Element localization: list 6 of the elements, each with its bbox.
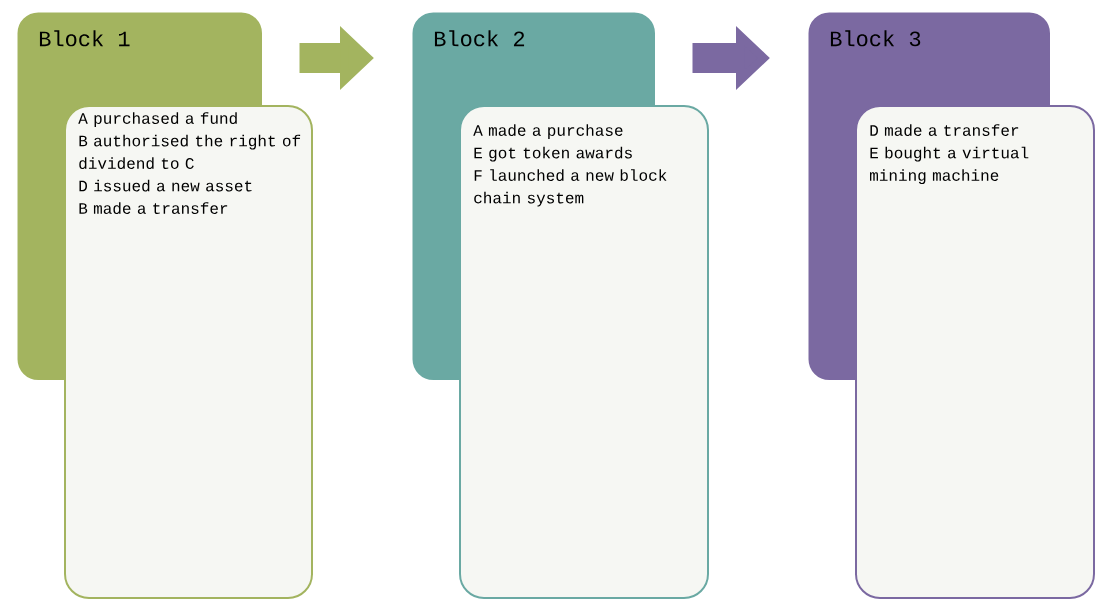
block-card: Block 1 A purchased a fund B authorised the right of dividend to C D issued a new asset B made a transfer	[15, 10, 313, 599]
node-label: Block 2	[434, 30, 525, 47]
block-card: Block 3 D made a transfer E bought a virtual mining machine	[806, 10, 1095, 599]
node-label: Block 3	[830, 30, 921, 47]
block-card: Block 2 A made a purchase E got token awards F launched a new block chain system	[410, 10, 709, 599]
node-label: Block 1	[39, 30, 130, 47]
